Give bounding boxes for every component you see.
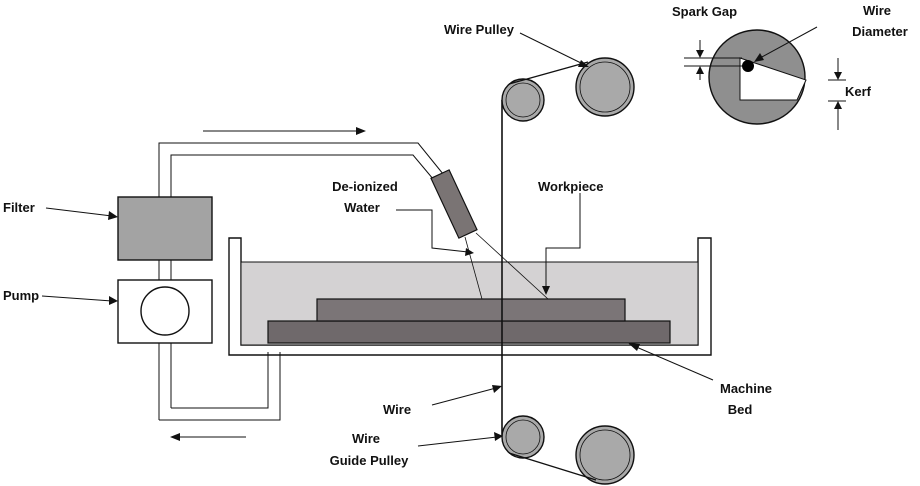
workpiece [316, 298, 626, 322]
kerf-detail [684, 29, 846, 130]
leader-lines [41, 26, 818, 447]
filter-box [117, 196, 213, 261]
wire-guide-pulley-lower-large [575, 425, 635, 485]
label-filter: Filter [3, 200, 35, 215]
label-machine-bed-2: Bed [728, 402, 753, 417]
label-deionized-water-2: Water [344, 200, 380, 215]
label-kerf: Kerf [845, 84, 872, 99]
label-wire: Wire [383, 402, 411, 417]
wire-pulley-upper-large [575, 57, 635, 117]
label-wire-diameter-1: Wire [863, 3, 891, 18]
label-workpiece: Workpiece [538, 179, 604, 194]
water-stream [464, 232, 549, 300]
label-spark-gap: Spark Gap [672, 4, 737, 19]
wire-guide-pulley-lower-small [501, 415, 545, 459]
label-wire-pulley: Wire Pulley [444, 22, 515, 37]
label-machine-bed-1: Machine [720, 381, 772, 396]
nozzle [430, 169, 478, 239]
flow-arrow-bottom [170, 433, 246, 441]
pump [117, 279, 213, 344]
label-wire-diameter-2: Diameter [852, 24, 908, 39]
wire-pulley-upper-small [501, 78, 545, 122]
flow-arrow-top [203, 127, 366, 135]
label-pump: Pump [3, 288, 39, 303]
label-wire-guide-pulley-1: Wire [352, 431, 380, 446]
machine-bed [267, 320, 671, 344]
label-wire-guide-pulley-2: Guide Pulley [330, 453, 410, 468]
label-deionized-water-1: De-ionized [332, 179, 398, 194]
